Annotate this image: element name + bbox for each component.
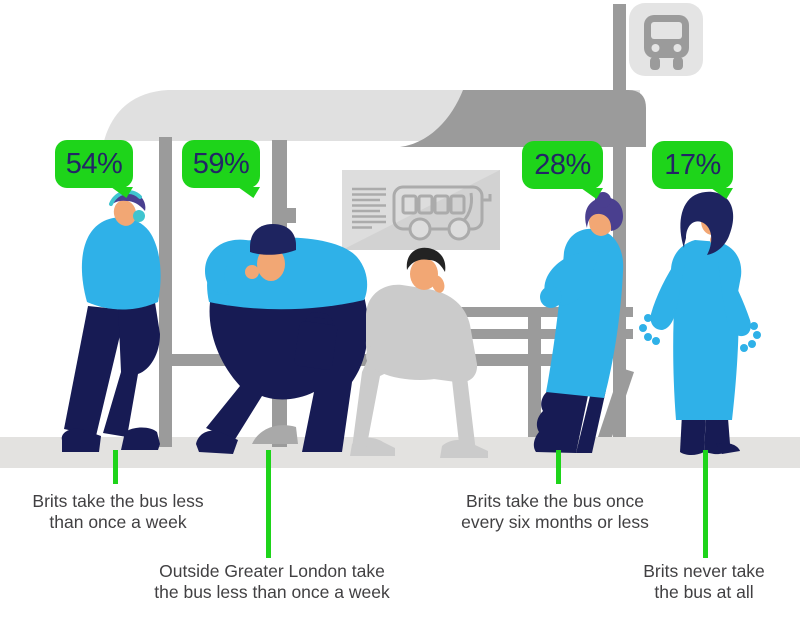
stat-label-4: Brits never take the bus at all [643,561,765,602]
callout-line-4 [703,450,708,558]
bus-ad-poster [342,170,500,250]
hair [406,247,446,272]
stat-bubble-3: 28% [522,141,603,199]
bubble-tail [581,188,603,199]
person-leaning-on-pole [533,192,624,453]
person-standing-in-long-coat [639,191,761,455]
platform [0,437,800,468]
flat-cap [250,224,296,255]
bubble-tail [111,187,133,198]
person-leaning-with-headphones [61,190,161,452]
bubble-tail [238,187,260,198]
hair [585,197,623,231]
bubble-tail [711,188,733,199]
shelter-roof-dark-section [400,90,646,147]
stat-value: 17% [664,149,721,181]
callout-line-1 [113,450,118,484]
bus-icon [644,15,689,70]
stat-label-1: Brits take the bus less than once a week [32,491,204,532]
callout-line-3 [556,450,561,484]
briefcase [294,312,338,370]
stat-value: 59% [192,148,250,180]
stat-label-3: Brits take the bus once every six months… [461,491,649,532]
person-sitting-on-bench [350,247,488,458]
poster-text-lines [352,187,386,229]
shelter-post-left [159,137,172,447]
shelter-post-bracket [272,208,296,223]
stat-bubble-2: 59% [182,140,260,198]
hair [680,191,734,255]
bus-ad-icon [392,185,492,241]
stat-bubble-1: 54% [55,140,133,198]
stat-bubble-4: 17% [652,141,733,199]
stat-value: 28% [534,149,591,181]
person-with-cap-and-briefcase [196,224,368,454]
bus-stop-sign [629,3,703,76]
stat-value: 54% [65,148,123,180]
callout-line-2 [266,450,271,558]
stat-label-2: Outside Greater London take the bus less… [154,561,390,602]
